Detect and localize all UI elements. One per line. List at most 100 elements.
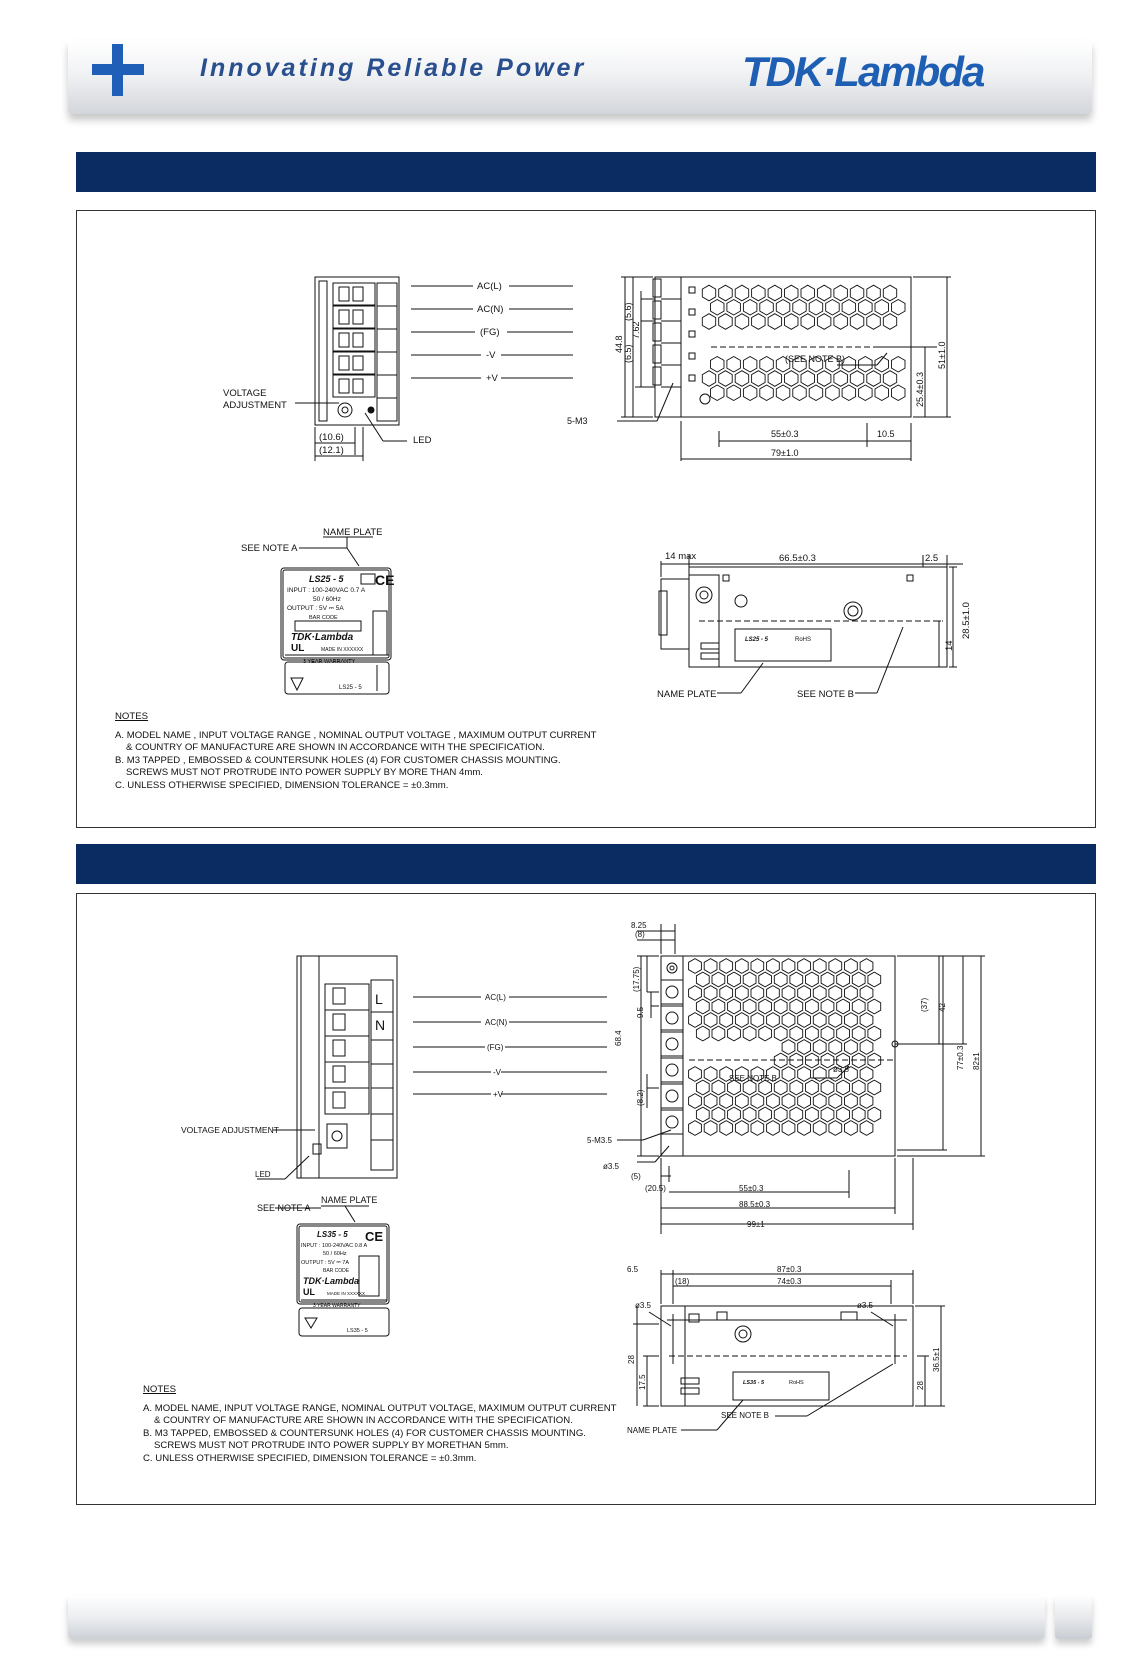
vent-hex bbox=[836, 1106, 850, 1123]
vent-hex bbox=[719, 1120, 734, 1136]
label-see-note-a: SEE NOTE A bbox=[241, 543, 298, 554]
vent-hex bbox=[792, 298, 807, 316]
plate-model: LS25 - 5 bbox=[309, 574, 345, 584]
vent-hex bbox=[703, 958, 718, 974]
label2-acl: AC(L) bbox=[485, 993, 506, 1002]
vent-hex bbox=[792, 355, 807, 373]
dim-44-8: 44.8 bbox=[614, 335, 624, 353]
label2-led: LED bbox=[255, 1170, 271, 1179]
label2-see-note-b-side: SEE NOTE B bbox=[721, 1411, 769, 1420]
dim-25-4: 25.4±0.3 bbox=[915, 372, 925, 407]
note2-b-line1: B. M3 TAPPED, EMBOSSED & COUNTERSUNK HOL… bbox=[143, 1427, 586, 1439]
vent-hex bbox=[836, 971, 850, 988]
vent-hex bbox=[812, 1120, 827, 1136]
dim-51: 51±1.0 bbox=[937, 342, 947, 369]
vent-hex bbox=[828, 958, 843, 974]
label2-voltage: VOLTAGE ADJUSTMENT bbox=[181, 1125, 279, 1135]
vent-hex bbox=[849, 284, 865, 302]
dim-5-6: (5.6) bbox=[623, 302, 633, 321]
vent-hex bbox=[841, 355, 857, 373]
vent-hex bbox=[710, 384, 725, 402]
label-voltage-1: VOLTAGE bbox=[223, 388, 266, 399]
vent-hex bbox=[812, 1093, 827, 1109]
vent-hex bbox=[858, 355, 873, 373]
vent-hex bbox=[808, 384, 824, 402]
vent-hex bbox=[781, 1120, 796, 1136]
note-b-line1: B. M3 TAPPED , EMBOSSED & COUNTERSUNK HO… bbox=[115, 754, 561, 766]
hex-vents-top-ls35 bbox=[688, 958, 882, 1136]
vent-hex bbox=[710, 355, 725, 373]
label2-hole-a: ø3.5 bbox=[603, 1162, 620, 1171]
vent-hex bbox=[767, 313, 783, 330]
vent-hex bbox=[866, 284, 881, 302]
label-led: LED bbox=[413, 435, 432, 446]
vent-hex bbox=[701, 313, 717, 330]
vent-hex bbox=[695, 971, 710, 988]
vent-hex bbox=[766, 1120, 780, 1136]
vent-hex bbox=[742, 355, 758, 373]
vent-hex bbox=[805, 1025, 819, 1042]
vent-hex bbox=[851, 1025, 866, 1042]
side2-plate-model: LS35 - 5 bbox=[743, 1380, 765, 1386]
vent-hex bbox=[891, 384, 906, 402]
dim2-55: 55±0.3 bbox=[739, 1184, 764, 1193]
vent-hex bbox=[825, 384, 840, 402]
label-acn: AC(N) bbox=[477, 304, 503, 315]
vent-hex bbox=[867, 1025, 882, 1042]
vent-hex bbox=[828, 985, 843, 1001]
vent-hex bbox=[734, 284, 750, 302]
label-pos-v: +V bbox=[486, 373, 499, 384]
header-banner bbox=[68, 40, 1092, 114]
vent-hex bbox=[719, 1066, 734, 1082]
label-acl: AC(L) bbox=[477, 281, 502, 292]
vent-hex bbox=[773, 971, 788, 988]
vent-hex bbox=[703, 1093, 718, 1109]
dim2-17-75: (17.75) bbox=[632, 966, 641, 992]
vent-hex bbox=[695, 1079, 710, 1096]
vent-hex bbox=[784, 313, 799, 330]
dim2-17-5: 17.5 bbox=[638, 1374, 647, 1390]
plate-brand: TDK·Lambda bbox=[291, 632, 354, 643]
dim-55: 55±0.3 bbox=[771, 429, 798, 439]
dim2-9-5: 9.5 bbox=[636, 1006, 645, 1018]
vent-hex bbox=[849, 370, 865, 387]
dim2-42: 42 bbox=[938, 1003, 947, 1012]
vent-hex bbox=[866, 370, 881, 387]
vent-hex bbox=[812, 1039, 827, 1055]
plate2-warranty: 3 YEAR WARRANTY bbox=[313, 1303, 361, 1309]
dim-28-5: 28.5±1.0 bbox=[961, 602, 972, 639]
drawing-panel-1: (10.6) (12.1) VOLTAGE ADJUSTMENT LED AC(… bbox=[76, 210, 1096, 828]
plate2-model: LS35 - 5 bbox=[317, 1230, 348, 1239]
vent-hex bbox=[742, 971, 757, 988]
vent-hex bbox=[734, 1093, 749, 1109]
label-name-plate: NAME PLATE bbox=[323, 527, 382, 538]
vent-hex bbox=[784, 370, 799, 387]
vent-hex bbox=[767, 284, 783, 302]
tagline: Innovating Reliable Power bbox=[200, 54, 587, 82]
vent-hex bbox=[808, 298, 824, 316]
vent-hex bbox=[718, 370, 733, 387]
plate2-input: INPUT : 100-240VAC 0.8 A bbox=[301, 1243, 367, 1249]
vent-hex bbox=[844, 958, 858, 974]
vent-hex bbox=[800, 313, 815, 330]
label2-pos-v: +V bbox=[493, 1090, 504, 1099]
vent-hex bbox=[844, 1093, 858, 1109]
plate-barcode: BAR CODE bbox=[309, 615, 338, 621]
vent-hex bbox=[828, 1012, 843, 1028]
side-view-ls35 bbox=[633, 1270, 945, 1431]
vent-hex bbox=[812, 958, 827, 974]
vent-hex bbox=[703, 1066, 718, 1082]
vent-hex bbox=[734, 1066, 749, 1082]
dim2-68-4: 68.4 bbox=[614, 1030, 623, 1046]
vent-hex bbox=[797, 958, 811, 974]
vent-hex bbox=[726, 384, 741, 402]
vent-hex bbox=[781, 1039, 796, 1055]
vent-hex bbox=[797, 1066, 811, 1082]
label2-see-note-b: SEE NOTE B bbox=[729, 1074, 777, 1083]
brand-logo: TDK·Lambda bbox=[742, 48, 985, 95]
top-view-ls25 bbox=[652, 276, 937, 418]
vent-hex bbox=[859, 1120, 874, 1136]
label2-neg-v: -V bbox=[493, 1068, 502, 1077]
dim-2-5: 2.5 bbox=[925, 553, 938, 564]
dim2-88-5: 88.5±0.3 bbox=[739, 1200, 771, 1209]
